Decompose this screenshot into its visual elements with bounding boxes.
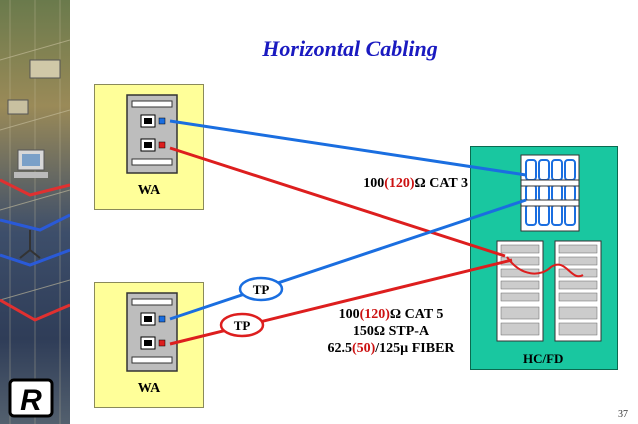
cable-spec-upper-alt: (120): [384, 176, 415, 191]
hc-fd-label: HC/FD: [523, 351, 564, 366]
work-area-label-upper: WA: [137, 183, 161, 198]
r-logo: R: [8, 378, 54, 418]
side-illustration: R: [0, 0, 70, 424]
cable-spec-lower-line3-type: /125µ FIBER: [375, 341, 455, 356]
work-area-label-lower: WA: [137, 381, 161, 396]
horizontal-cross-connect-box: HC/FD: [470, 146, 618, 370]
cable-spec-lower-line3-value: 62.5: [327, 341, 352, 356]
cable-spec-lower-line1: 100(120)Ω CAT 5: [316, 306, 466, 323]
cable-spec-lower-line1-type: Ω CAT 5: [389, 307, 444, 322]
cable-spec-lower-line1-value: 100: [338, 307, 360, 322]
work-area-box-upper: WA: [94, 84, 204, 210]
cable-spec-upper: 100(120)Ω CAT 3: [340, 176, 468, 192]
side-illustration-graphic: R: [0, 0, 70, 424]
cable-spec-upper-value: 100: [363, 176, 385, 191]
cable-spec-lower-line1-alt: (120): [359, 307, 390, 322]
work-area-box-lower: WA: [94, 282, 204, 408]
cable-spec-lower-line3-alt: (50): [351, 341, 376, 356]
wall-outlet-icon: [126, 292, 178, 372]
cable-spec-lower-line3: 62.5(50)/125µ FIBER: [316, 340, 466, 357]
tp-label-red: TP: [234, 318, 251, 333]
tp-label-blue: TP: [253, 282, 270, 297]
r-logo-letter: R: [20, 384, 42, 417]
red-cable-upper: [169, 146, 506, 258]
cable-spec-upper-type: Ω CAT 3: [414, 176, 468, 191]
page-title: Horizontal Cabling: [262, 36, 438, 61]
equipment-rack-icon: [496, 154, 602, 342]
cable-spec-lower: 100(120)Ω CAT 5 150Ω STP-A 62.5(50)/125µ…: [316, 306, 466, 357]
wall-outlet-icon: [126, 94, 178, 174]
tp-marker-red: TP: [219, 312, 265, 338]
page-number: 37: [618, 409, 628, 420]
cable-spec-lower-line2: 150Ω STP-A: [352, 324, 430, 339]
tp-marker-blue: TP: [238, 276, 284, 302]
